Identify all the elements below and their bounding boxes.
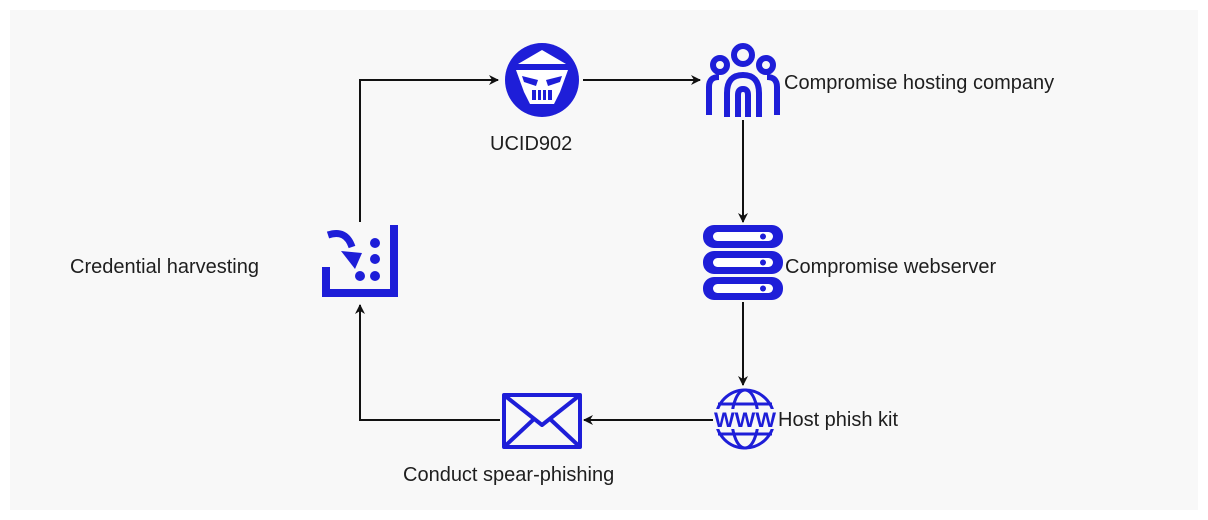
node-label-credential-harvesting: Credential harvesting bbox=[70, 256, 259, 278]
edge-spear-to-harvest bbox=[355, 304, 500, 421]
node-label-conduct-spear-phishing: Conduct spear-phishing bbox=[403, 464, 615, 486]
svg-text:WWW: WWW bbox=[714, 409, 776, 432]
node-label-compromise-hosting: Compromise hosting company bbox=[784, 72, 1055, 94]
server-icon bbox=[703, 225, 783, 300]
node-host-phish-kit[interactable]: WWW bbox=[713, 388, 777, 450]
node-ucid902[interactable] bbox=[502, 42, 582, 118]
harvest-icon bbox=[322, 225, 398, 297]
node-compromise-hosting[interactable] bbox=[705, 43, 781, 119]
node-label-host-phish-kit: Host phish kit bbox=[778, 409, 899, 431]
diagram-canvas: UCID902 Compromise hosting company bbox=[10, 10, 1198, 510]
node-label-compromise-webserver: Compromise webserver bbox=[785, 256, 997, 278]
users-group-icon bbox=[706, 43, 780, 117]
node-compromise-webserver[interactable] bbox=[701, 223, 785, 303]
www-globe-icon: WWW bbox=[713, 388, 777, 450]
node-label-ucid902: UCID902 bbox=[490, 133, 573, 155]
edge-layer bbox=[355, 75, 748, 425]
envelope-icon bbox=[502, 393, 582, 449]
node-conduct-spear-phishing[interactable] bbox=[502, 393, 582, 449]
edge-harvest-to-ucid bbox=[359, 75, 499, 222]
masked-actor-icon bbox=[505, 43, 579, 117]
node-credential-harvesting[interactable] bbox=[322, 225, 398, 301]
